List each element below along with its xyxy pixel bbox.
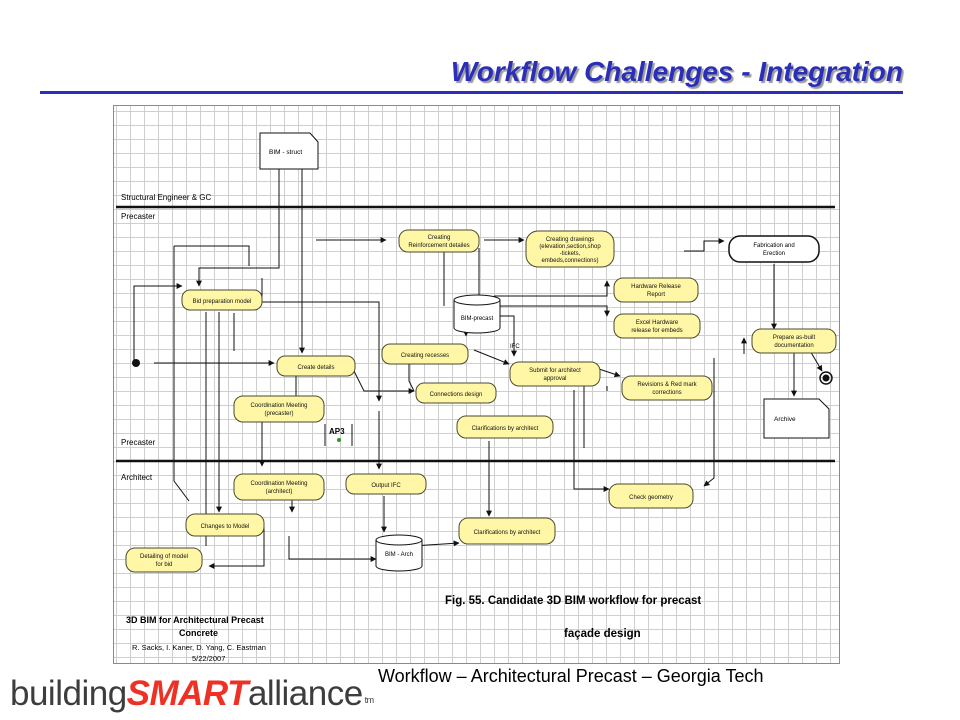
activity-hardware-release: Hardware Release Report <box>613 277 699 303</box>
svg-text:Detailing of model: Detailing of model <box>140 554 188 560</box>
svg-text:Fabrication and: Fabrication and <box>753 243 794 249</box>
svg-text:Erection: Erection <box>763 251 785 257</box>
start-node <box>132 359 140 367</box>
svg-text:(precaster): (precaster) <box>264 411 293 417</box>
activity-bid-model: Bid preparation model <box>181 289 263 311</box>
svg-text:Prepare as-built: Prepare as-built <box>773 335 816 341</box>
svg-text:AP3: AP3 <box>329 427 345 436</box>
activity-create-details: Create details <box>276 355 356 377</box>
activity-detailing-bid: Detailing of model for bid <box>125 547 203 573</box>
svg-text:Creating recesses: Creating recesses <box>401 353 449 359</box>
logo-part-alliance: alliance <box>247 674 363 713</box>
lane-label-architect: Architect <box>121 473 153 482</box>
end-node-inner <box>822 374 830 382</box>
svg-text:BIM - Arch: BIM - Arch <box>385 552 413 558</box>
activity-output-ifc: Output IFC <box>345 473 427 495</box>
svg-text:BIM - struct: BIM - struct <box>269 149 302 156</box>
svg-text:Archive: Archive <box>774 416 796 423</box>
svg-text:(architect): (architect) <box>266 489 293 495</box>
lane-label-precaster-bottom: Precaster <box>121 438 156 447</box>
svg-text:Create details: Create details <box>297 365 334 371</box>
credits-line3: R. Sacks, I. Kaner, D. Yang, C. Eastman <box>132 643 266 652</box>
activity-coord-architect: Coordination Meeting (architect) <box>233 473 325 501</box>
activity-creating-reinforcement: Creating Reinforcement detailes <box>398 229 480 253</box>
svg-text:Changes to Model: Changes to Model <box>201 524 250 530</box>
activity-clarifications-1: Clarifications by architect <box>456 415 554 439</box>
svg-text:Report: Report <box>647 292 665 298</box>
svg-text:Coordination Meeting: Coordination Meeting <box>250 403 307 409</box>
svg-text:Creating drawings: Creating drawings <box>546 237 594 243</box>
svg-text:release for embeds: release for embeds <box>631 328 682 334</box>
svg-text:Hardware Release: Hardware Release <box>631 284 681 290</box>
datastore-bim-precast: BIM-precast <box>453 294 501 334</box>
ifc-label: IFC <box>510 344 520 350</box>
svg-text:Connections design: Connections design <box>430 392 483 398</box>
connectors <box>133 168 823 569</box>
svg-text:Excel Hardware: Excel Hardware <box>636 320 679 326</box>
datastore-bim-arch: BIM - Arch <box>375 534 423 572</box>
svg-text:BIM-precast: BIM-precast <box>461 316 494 322</box>
svg-text:-tickets,: -tickets, <box>560 251 581 257</box>
activity-excel-hardware: Excel Hardware release for embeds <box>613 313 701 339</box>
activity-submit-architect: Submit for architect approval <box>509 361 601 387</box>
slide-footer: Workflow – Architectural Precast – Georg… <box>378 666 764 686</box>
activity-check-geometry: Check geometry <box>608 483 694 509</box>
svg-text:Submit for architect: Submit for architect <box>529 368 581 374</box>
logo-part-smart: SMART <box>126 674 249 713</box>
activity-creating-drawings: Creating drawings (elevation,section,sho… <box>525 230 615 268</box>
svg-text:Check geometry: Check geometry <box>629 495 673 501</box>
credits-line2: Concrete <box>179 628 218 638</box>
activity-changes-model: Changes to Model <box>185 513 265 537</box>
svg-text:for bid: for bid <box>156 562 173 568</box>
activity-coord-precaster: Coordination Meeting (precaster) <box>233 395 325 423</box>
svg-text:approval: approval <box>543 376 566 382</box>
figure-caption-line2: façade design <box>564 628 641 640</box>
activity-clarifications-2: Clarifications by architect <box>458 517 556 545</box>
archive-doc: Archive <box>763 398 830 439</box>
bim-struct-doc: BIM - struct <box>259 132 319 170</box>
svg-text:(elevation,section,shop: (elevation,section,shop <box>539 244 601 250</box>
title-underline <box>40 91 903 94</box>
svg-text:embeds,connections): embeds,connections) <box>541 258 598 264</box>
workflow-diagram: Structural Engineer & GC Precaster Preca… <box>113 105 840 664</box>
ap3-marker: AP3 <box>324 424 353 446</box>
svg-text:Revisions & Red mark: Revisions & Red mark <box>637 382 697 388</box>
lane-label-precaster-top: Precaster <box>121 212 156 221</box>
lane-label-structural: Structural Engineer & GC <box>121 193 211 202</box>
credits-line4: 5/22/2007 <box>192 654 225 663</box>
svg-text:Clarifications by architect: Clarifications by architect <box>474 530 541 536</box>
logo-part-building: building <box>10 674 127 713</box>
activity-connections-design: Connections design <box>415 382 497 404</box>
activity-prepare-asbuilt: Prepare as-built documentation <box>751 328 837 354</box>
svg-text:Reinforcement detailes: Reinforcement detailes <box>408 243 469 249</box>
logo-trademark: tm <box>364 695 375 705</box>
svg-text:Output IFC: Output IFC <box>371 483 401 489</box>
credits-line1: 3D BIM for Architectural Precast <box>126 615 264 625</box>
workflow-diagram-svg: Structural Engineer & GC Precaster Preca… <box>116 132 837 663</box>
svg-text:corrections: corrections <box>652 390 681 396</box>
svg-text:Bid preparation model: Bid preparation model <box>193 299 252 305</box>
activity-revisions: Revisions & Red mark corrections <box>621 375 713 401</box>
end-node <box>819 371 833 385</box>
svg-text:Clarifications by architect: Clarifications by architect <box>472 426 539 432</box>
activity-creating-recesses: Creating recesses <box>381 343 469 365</box>
svg-text:documentation: documentation <box>774 343 813 349</box>
activity-fabrication: Fabrication and Erection <box>728 235 820 263</box>
svg-text:Creating: Creating <box>428 235 451 241</box>
figure-caption-line1: Fig. 55. Candidate 3D BIM workflow for p… <box>445 595 701 607</box>
svg-text:Coordination Meeting: Coordination Meeting <box>250 481 307 487</box>
slide-title: Workflow Challenges - Integration <box>450 56 903 87</box>
